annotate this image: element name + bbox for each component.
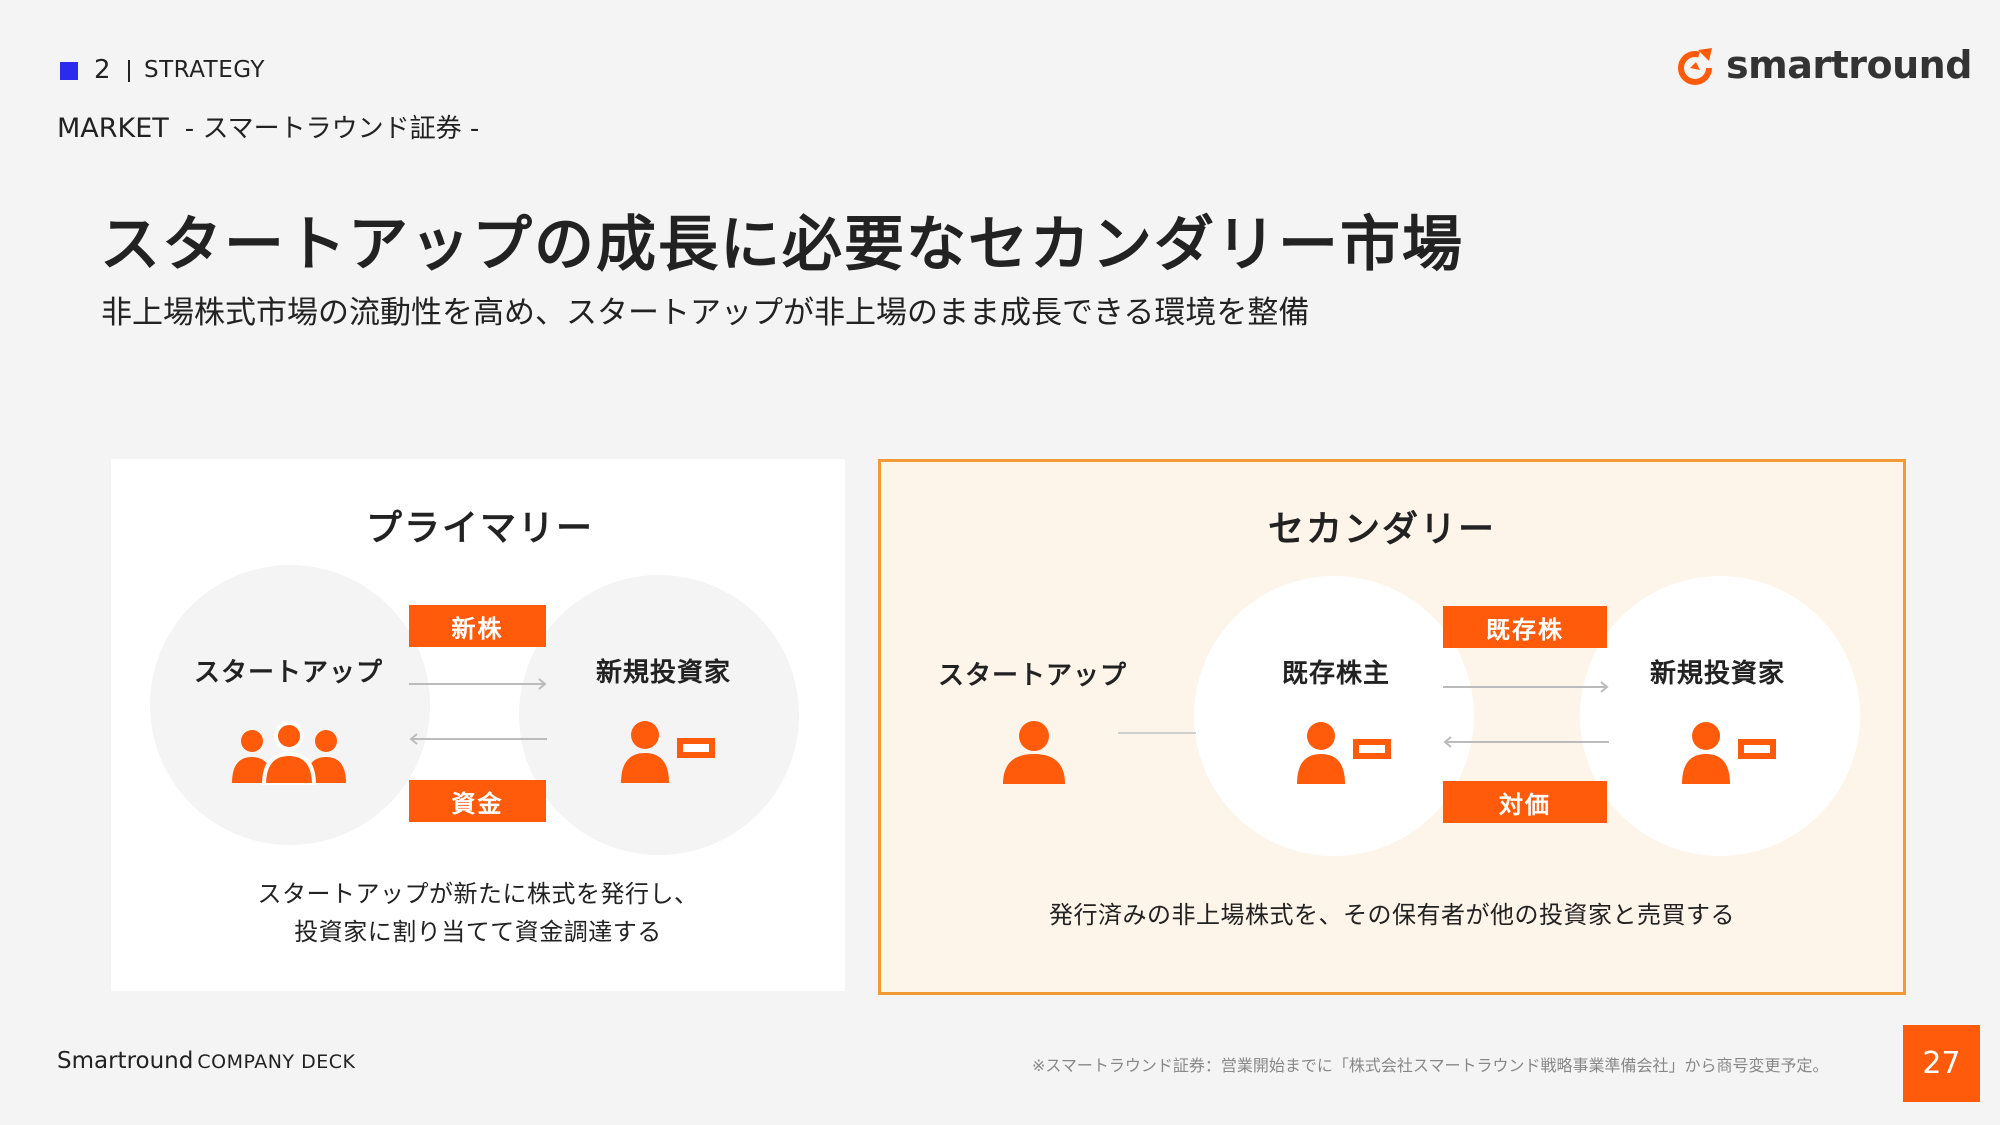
shareholder-circle xyxy=(1194,576,1474,856)
market-heading: MARKET - スマートラウンド証券 - xyxy=(57,108,479,145)
investor-person-icon xyxy=(621,721,715,783)
market-sub: - スマートラウンド証券 - xyxy=(184,114,480,144)
footer-brand-name: Smartround xyxy=(57,1048,194,1074)
smartround-logo: smartround xyxy=(1676,43,1972,87)
left-arrow-icon xyxy=(1443,736,1609,748)
investor-circle xyxy=(519,575,799,855)
primary-panel: プライマリー スタートアップ 新規投資家 新株 資金 スタートアップが新たに株式… xyxy=(111,459,845,991)
person-icon xyxy=(1003,721,1065,784)
section-number: 2 xyxy=(94,55,111,85)
secondary-panel: セカンダリー スタートアップ 既存株主 新規投資家 既存株 対価 発行済みの非上… xyxy=(878,459,1906,995)
section-label: STRATEGY xyxy=(144,57,265,83)
primary-investor-label: 新規投資家 xyxy=(596,658,732,688)
page-subtitle: 非上場株式市場の流動性を高め、スタートアップが非上場のまま成長できる環境を整備 xyxy=(101,295,1310,331)
primary-title: プライマリー xyxy=(366,508,595,549)
funds-tag: 資金 xyxy=(409,780,546,822)
section-marker xyxy=(60,62,78,80)
secondary-description: 発行済みの非上場株式を、その保有者が他の投資家と売買する xyxy=(1049,901,1735,929)
new-shares-tag: 新株 xyxy=(409,605,546,647)
existing-shares-tag: 既存株 xyxy=(1443,606,1607,648)
secondary-investor-label: 新規投資家 xyxy=(1650,659,1786,689)
secondary-startup-label: スタートアップ xyxy=(938,661,1128,691)
page-title: スタートアップの成長に必要なセカンダリー市場 xyxy=(100,210,1464,280)
logo-text: smartround xyxy=(1726,43,1972,87)
consideration-tag: 対価 xyxy=(1443,781,1607,823)
primary-startup-label: スタートアップ xyxy=(194,658,384,688)
secondary-title: セカンダリー xyxy=(1268,509,1497,550)
shareholder-label: 既存株主 xyxy=(1282,659,1391,689)
smartround-logo-icon xyxy=(1678,48,1712,85)
startup-connector xyxy=(1118,732,1196,734)
primary-description: スタートアップが新たに株式を発行し、 投資家に割り当てて資金調達する xyxy=(111,875,845,951)
primary-description-line2: 投資家に割り当てて資金調達する xyxy=(294,918,662,946)
investor-person-icon xyxy=(1682,722,1776,784)
startup-circle xyxy=(150,565,430,845)
page-number: 27 xyxy=(1903,1025,1980,1102)
footer-deck-label: COMPANY DECK xyxy=(197,1051,356,1073)
primary-description-line1: スタートアップが新たに株式を発行し、 xyxy=(257,880,699,908)
section-divider xyxy=(128,60,130,82)
shareholder-person-icon xyxy=(1297,722,1391,784)
secondary-investor-circle xyxy=(1580,576,1860,856)
market-label: MARKET xyxy=(57,113,169,144)
group-people-icon xyxy=(232,721,346,785)
footnote: ※スマートラウンド証券：営業開始までに「株式会社スマートラウンド戦略事業準備会社… xyxy=(1032,1056,1829,1075)
left-arrow-icon xyxy=(409,733,547,745)
right-arrow-icon xyxy=(1443,681,1609,693)
right-arrow-icon xyxy=(409,678,547,690)
